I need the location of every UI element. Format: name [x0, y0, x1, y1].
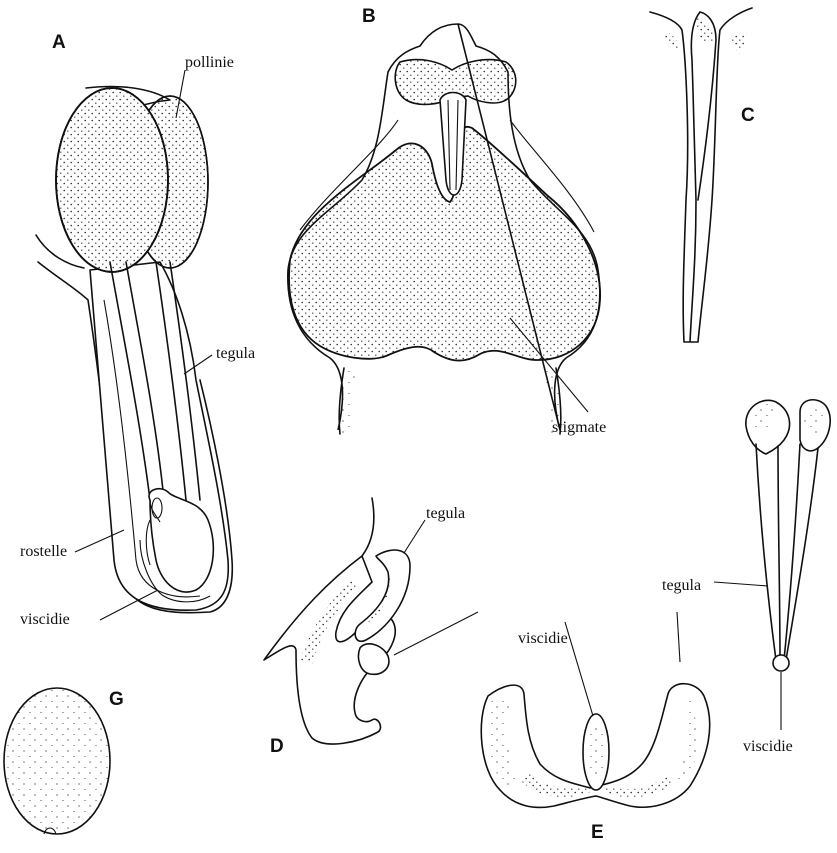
panel-e: E viscidie — [481, 612, 709, 843]
label-tegula-a: tegula — [216, 345, 255, 362]
panel-letter-g: G — [109, 689, 124, 710]
leader-tegula-e — [677, 612, 680, 662]
leader-tegula-d — [404, 520, 425, 553]
rostellum-slot — [440, 93, 466, 196]
label-viscidie-e: viscidie — [518, 630, 568, 647]
label-viscidie-a: viscidie — [20, 611, 70, 628]
panel-letter-e: E — [591, 822, 604, 843]
label-tegula-f: tegula — [662, 577, 701, 594]
panel-letter-a: A — [52, 32, 66, 53]
panel-g: G — [4, 688, 124, 834]
tegula-f-stalk — [756, 444, 818, 660]
viscidium-f — [773, 655, 789, 671]
leader-viscidie-e — [565, 622, 593, 716]
label-rostelle: rostelle — [20, 543, 67, 560]
panel-letter-d: D — [270, 736, 284, 757]
panel-c: C — [650, 8, 755, 342]
panel-b: B stigmate — [288, 6, 606, 436]
panel-letter-c: C — [741, 105, 755, 126]
panel-d: D tegula — [264, 498, 478, 757]
label-viscidie-f: viscidie — [743, 738, 793, 755]
panel-a: A pollinie tegula rostelle viscidie — [20, 32, 255, 628]
leader-viscidie-d — [394, 612, 478, 655]
label-pollinie: pollinie — [185, 54, 234, 71]
label-stigmate: stigmate — [552, 419, 606, 436]
label-tegula-d: tegula — [426, 505, 465, 522]
panel-letter-b: B — [362, 6, 376, 27]
leader-tegula-f — [714, 582, 768, 586]
pollinarium-side-view — [650, 8, 752, 342]
